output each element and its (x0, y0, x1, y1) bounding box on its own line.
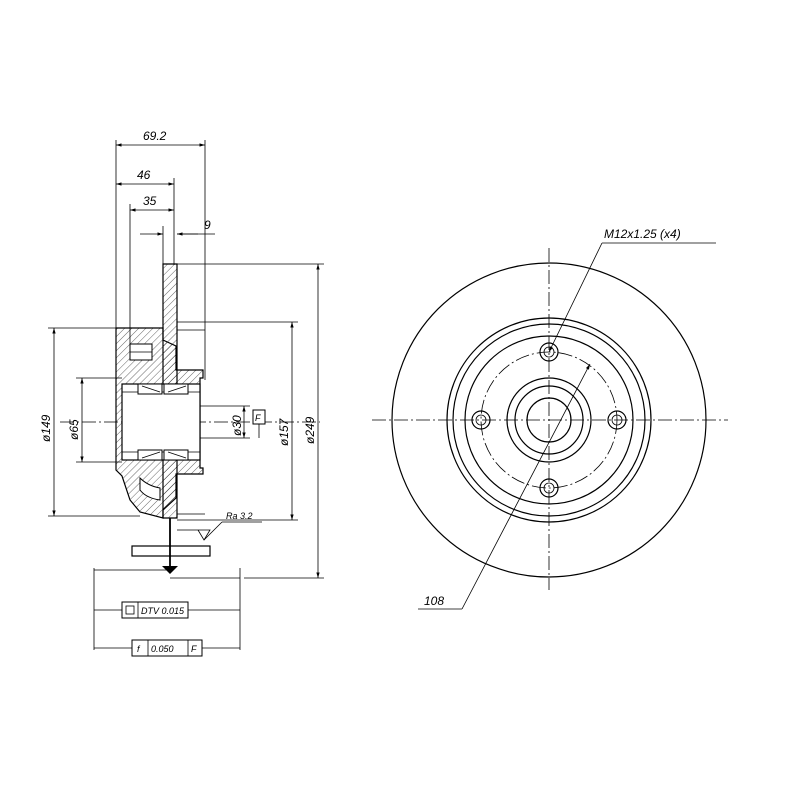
thread-note: M12x1.25 (x4) (604, 227, 681, 241)
stud-hole-top (539, 342, 559, 362)
dtv-frame (121, 601, 189, 619)
pcd-label: 108 (424, 594, 444, 608)
runout-value: 0.050 (151, 644, 174, 654)
dim-249-label: ø249 (303, 416, 317, 444)
friction-inner-circle (446, 317, 652, 523)
dim-65-label: ø65 (67, 419, 81, 440)
hub-recess (139, 476, 161, 501)
bearing-bore (121, 383, 201, 461)
front-view: M12x1.25 (x4) 108 (372, 227, 728, 610)
dtv-label: DTV 0.015 (141, 606, 185, 616)
thread-callout: M12x1.25 (x4) (548, 227, 716, 353)
stud-hole-left (471, 410, 491, 430)
dim-46-label: 46 (137, 168, 151, 182)
dim-69-2: 69.2 (115, 129, 206, 380)
runout-frame (131, 639, 203, 657)
contact-plate (131, 545, 211, 557)
dim-157: ø157 (177, 321, 298, 521)
dim-30-label: ø30 (230, 415, 244, 436)
dim-65: ø65 (67, 377, 122, 463)
hat-inner-circle (464, 335, 634, 505)
dim-149-label: ø149 (39, 414, 53, 442)
hub-flange-circle (506, 377, 592, 463)
dim-46: 46 (116, 168, 175, 265)
dim-157-label: ø157 (277, 417, 291, 446)
hat-outer-circle (452, 323, 646, 517)
roughness-label: Ra 3.2 (226, 511, 253, 521)
roughness-symbol: Ra 3.2 (177, 511, 262, 541)
stud-hole-right (607, 410, 627, 430)
bearing-rollers-top (137, 383, 189, 395)
bore-circle (514, 385, 584, 455)
stud-holes (471, 342, 627, 498)
datum-label: F (255, 413, 261, 423)
dim-69-2-label: 69.2 (143, 129, 167, 143)
dim-35-label: 35 (143, 194, 157, 208)
section-view: 69.2 46 35 9 ø149 (39, 129, 324, 657)
tolerance-block: DTV 0.015 f 0.050 F (93, 568, 241, 657)
dim-35: 35 (129, 194, 174, 345)
dim-149: ø149 (39, 327, 140, 517)
dim-249: ø249 (177, 263, 324, 579)
dim-9: 9 (140, 218, 215, 264)
disc-outer-circle (391, 262, 707, 578)
stud-hole-bottom (539, 478, 559, 498)
bearing-rollers-bottom (137, 449, 189, 461)
pcd-callout: 108 (418, 363, 591, 610)
dim-9-label: 9 (204, 218, 211, 232)
dim-30: ø30 F (200, 405, 266, 439)
runout-datum: F (191, 644, 197, 654)
runout-symbol: f (137, 644, 141, 654)
